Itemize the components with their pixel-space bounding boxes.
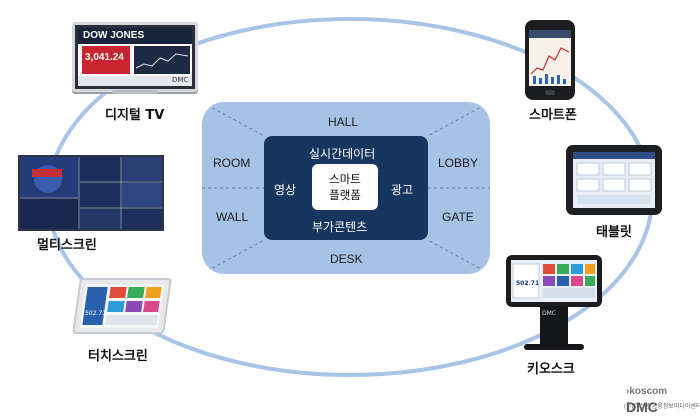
zone-gate: GATE: [442, 210, 474, 224]
zone-wall: WALL: [216, 210, 249, 224]
tablet-image: [566, 145, 662, 215]
smart-platform-core: 스마트 플랫폼: [312, 164, 378, 210]
koscom-dmc-logo: ›koscom DMC (주)코스콤 금융정보미디어센터: [624, 381, 700, 417]
content-box: 실시간데이터 영상 광고 부가콘텐츠 스마트 플랫폼: [264, 136, 428, 240]
zone-hall: HALL: [328, 115, 359, 129]
label-touchscreen: 터치스크린: [88, 349, 148, 364]
multiscreen-panels: [20, 157, 162, 229]
tv-headline: DOW JONES: [83, 30, 145, 41]
label-video: 영상: [274, 183, 297, 197]
label-advertising: 광고: [391, 183, 414, 197]
multiscreen-image: [18, 155, 164, 231]
kiosk-image: 502.71: [506, 255, 602, 307]
kiosk-tiles: [512, 263, 595, 299]
core-line-1: 스마트: [329, 172, 361, 186]
tv-value: 3,041.24: [85, 52, 124, 63]
zone-lobby: LOBBY: [438, 156, 479, 170]
core-line-2: 플랫폼: [329, 188, 361, 202]
label-tablet: 태블릿: [596, 225, 632, 240]
touch-value: 502.71: [84, 310, 107, 317]
logo-name: DMC: [626, 399, 658, 415]
label-digital-tv: 디지털 TV: [105, 108, 165, 123]
kiosk-value: 502.71: [516, 280, 540, 287]
phone-chart: [529, 30, 571, 84]
zone-room: ROOM: [213, 156, 251, 170]
zone-dividers: [202, 102, 490, 274]
label-extra-content: 부가콘텐츠: [312, 220, 368, 234]
label-realtime-data: 실시간데이터: [309, 147, 376, 161]
touchscreen-image: 502.71: [72, 278, 172, 334]
zone-desk: DESK: [330, 252, 363, 266]
digital-tv-image: DOW JONES 3,041.24 DMC: [72, 22, 198, 92]
label-smartphone: 스마트폰: [529, 108, 577, 123]
tv-stand: [112, 90, 158, 94]
logo-subtitle: (주)코스콤 금융정보미디어센터: [624, 404, 700, 410]
label-multiscreen: 멀티스크린: [37, 238, 97, 253]
tv-chart: [134, 46, 190, 74]
kiosk-base: [524, 344, 584, 350]
logo-prefix: ›koscom: [626, 386, 668, 397]
label-kiosk: 키오스크: [527, 362, 575, 377]
smartphone-image: [525, 20, 575, 100]
tv-brand: DMC: [172, 76, 189, 84]
kiosk-stand: DMC: [540, 306, 568, 346]
platform-panel: HALL ROOM WALL LOBBY GATE DESK 실시간데이터 영상…: [202, 102, 490, 274]
kiosk-brand: DMC: [542, 310, 556, 317]
touchscreen-tiles: [82, 287, 162, 325]
tablet-dashboard: [573, 152, 655, 204]
